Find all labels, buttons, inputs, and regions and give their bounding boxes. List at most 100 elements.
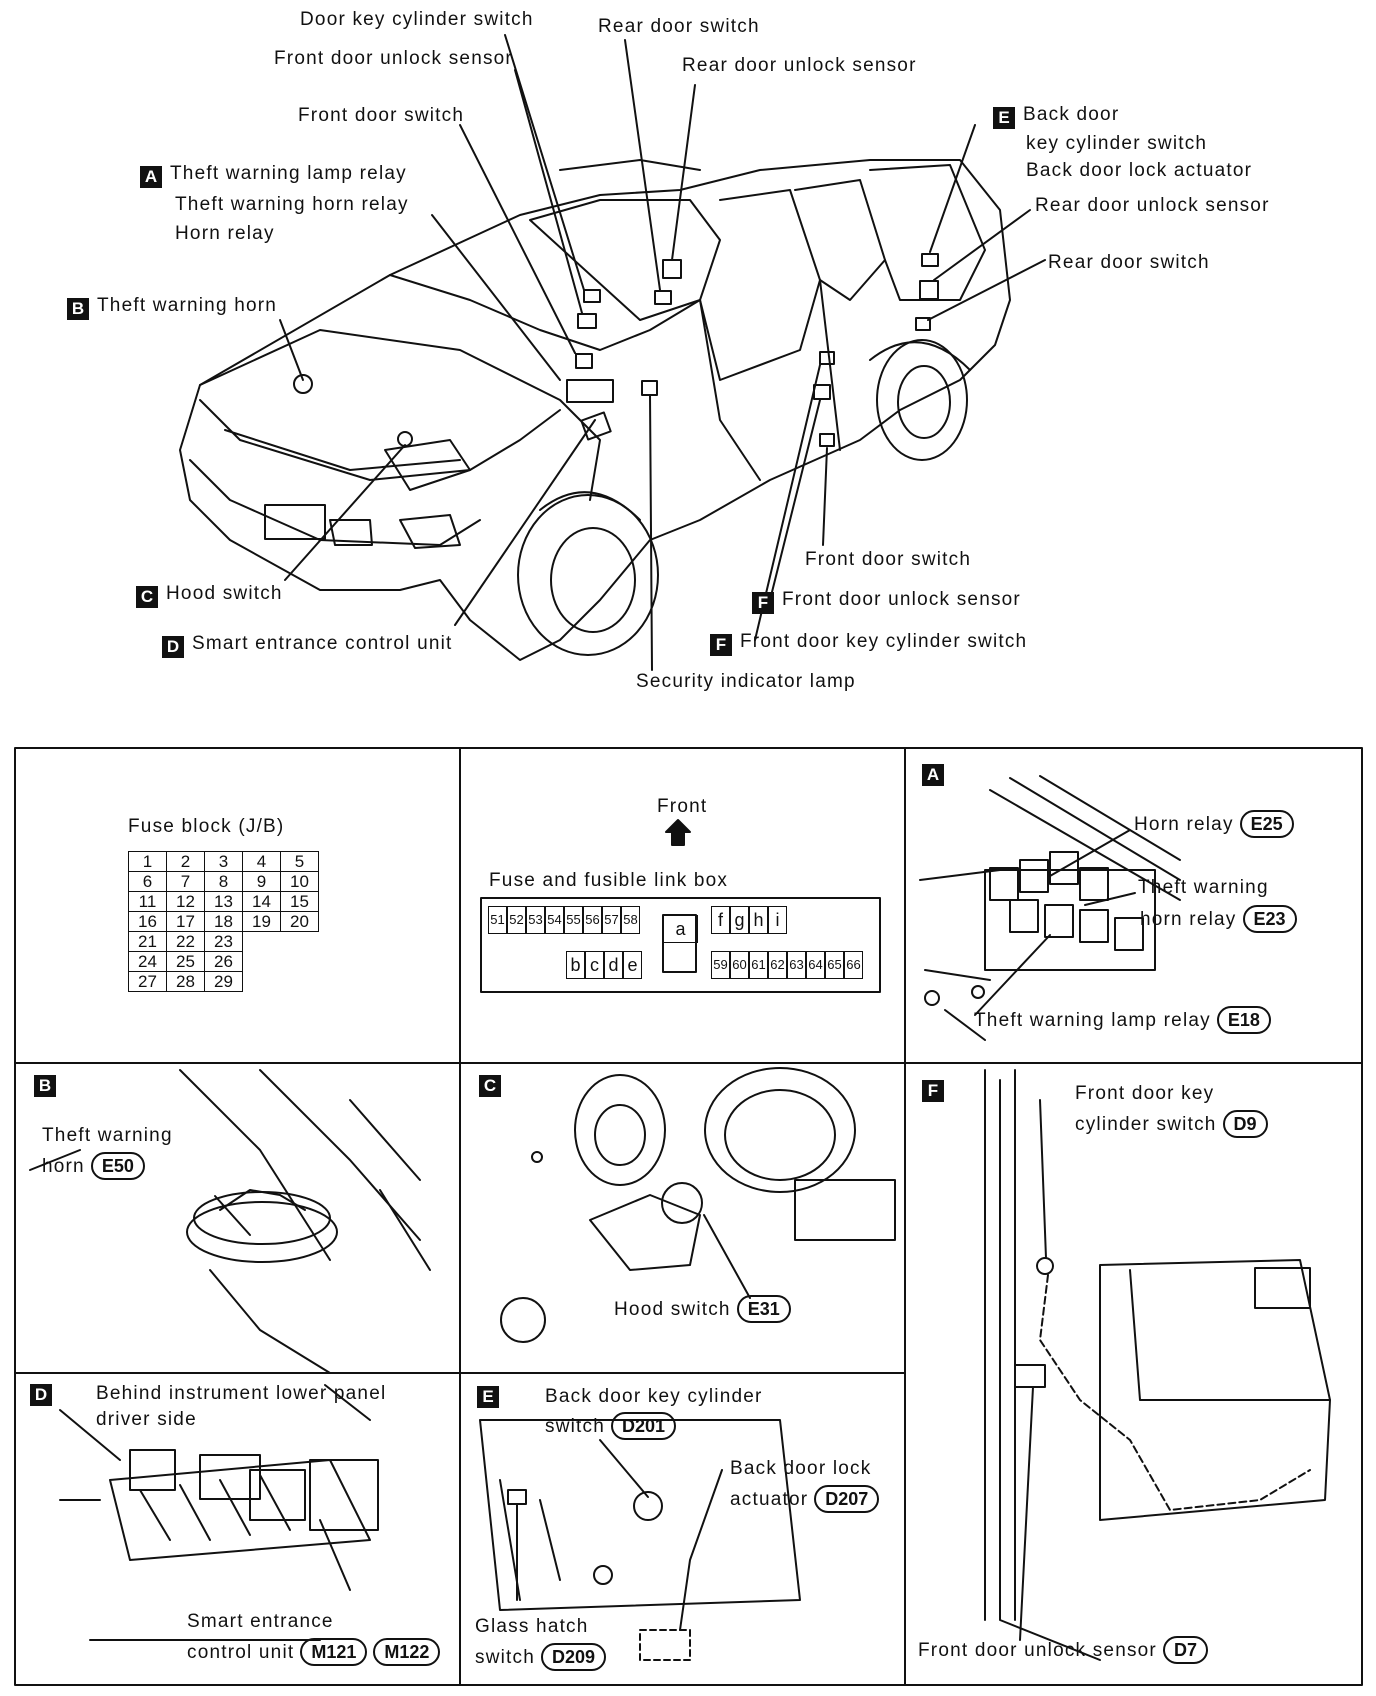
fuse-cell: 26 bbox=[204, 951, 243, 972]
gh-switch-text: switch bbox=[475, 1647, 535, 1668]
connector-d201: D201 bbox=[611, 1412, 677, 1440]
back-door-label: Back door bbox=[1023, 104, 1120, 125]
fuse-slot: 64 bbox=[806, 951, 825, 979]
rear-door-switch-right-label: Rear door switch bbox=[1048, 252, 1210, 273]
fuse-cell: 5 bbox=[280, 851, 319, 872]
panel-d-note2: driver side bbox=[96, 1409, 197, 1430]
theft-horn-relay-text: horn relay bbox=[1140, 909, 1237, 930]
connector-e50: E50 bbox=[90, 1152, 145, 1180]
panel-d-letter: D bbox=[30, 1384, 52, 1406]
fuse-cell: 15 bbox=[280, 891, 319, 912]
connector-d9: D9 bbox=[1222, 1110, 1268, 1138]
fuse-slot: 53 bbox=[526, 906, 545, 934]
connector-e31: E31 bbox=[736, 1295, 791, 1323]
fuse-slot: 58 bbox=[621, 906, 640, 934]
panel-f-kc1: Front door key bbox=[1075, 1083, 1215, 1104]
panel-a-letter: A bbox=[922, 764, 944, 786]
fuse-cell: 27 bbox=[128, 971, 167, 992]
fuse-slot: h bbox=[749, 906, 768, 934]
rear-door-unlock-sensor-right-label: Rear door unlock sensor bbox=[1035, 195, 1270, 216]
fuse-block-title: Fuse block (J/B) bbox=[128, 816, 285, 837]
fuse-cell: 6 bbox=[128, 871, 167, 892]
fuse-slot: 66 bbox=[844, 951, 863, 979]
fuse-cell: 4 bbox=[242, 851, 281, 872]
theft-horn-text: horn bbox=[42, 1156, 85, 1177]
panel-b-letter: B bbox=[34, 1075, 56, 1097]
fuse-cell: 28 bbox=[166, 971, 205, 992]
fuse-cell: 25 bbox=[166, 951, 205, 972]
callout-a: A bbox=[140, 166, 162, 188]
fuse-slot: 60 bbox=[730, 951, 749, 979]
fuse-cell: 16 bbox=[128, 911, 167, 932]
fuse-cell: 18 bbox=[204, 911, 243, 932]
front-door-unlock-sensor-label: Front door unlock sensor bbox=[274, 48, 513, 69]
panel-e-gh1: Glass hatch bbox=[475, 1616, 589, 1637]
fuse-slot: 51 bbox=[488, 906, 507, 934]
horn-relay-label: Horn relay bbox=[175, 223, 275, 244]
fusible-link-box-title: Fuse and fusible link box bbox=[489, 870, 729, 891]
panel-e-kc2: switch D201 bbox=[545, 1412, 677, 1440]
panel-d-note1: Behind instrument lower panel bbox=[96, 1383, 387, 1404]
back-door-lock-actuator-label: Back door lock actuator bbox=[1026, 160, 1253, 181]
callout-b: B bbox=[67, 298, 89, 320]
fuse-cell: 2 bbox=[166, 851, 205, 872]
callout-e: E bbox=[993, 107, 1015, 129]
panel-c-letter: C bbox=[479, 1075, 501, 1097]
back-door-key-cylinder-switch-label: key cylinder switch bbox=[1026, 133, 1208, 154]
panel-d-label1: Smart entrance bbox=[187, 1611, 334, 1632]
fuse-slot: 59 bbox=[711, 951, 730, 979]
horn-relay-text: Horn relay bbox=[1134, 814, 1234, 835]
connector-m122: M122 bbox=[373, 1638, 441, 1666]
group-e-label: E Back door bbox=[993, 105, 1119, 129]
front-door-unlock-sensor-bottom-label: Front door unlock sensor bbox=[782, 589, 1021, 610]
unlock-sensor-text: Front door unlock sensor bbox=[918, 1640, 1157, 1661]
theft-warning-horn-relay-label: Theft warning horn relay bbox=[175, 194, 409, 215]
fuse-cell: 8 bbox=[204, 871, 243, 892]
fuse-cell: 14 bbox=[242, 891, 281, 912]
panel-e-letter: E bbox=[477, 1386, 499, 1408]
connector-e18: E18 bbox=[1216, 1006, 1271, 1034]
fuse-cell: 24 bbox=[128, 951, 167, 972]
panel-e-la1: Back door lock bbox=[730, 1458, 872, 1479]
group-b-label: B Theft warning horn bbox=[67, 296, 277, 320]
control-unit-text: control unit bbox=[187, 1642, 295, 1663]
fuse-slot: g bbox=[730, 906, 749, 934]
fuse-cell: 11 bbox=[128, 891, 167, 912]
fuse-cell: 3 bbox=[204, 851, 243, 872]
theft-warning-horn-label: Theft warning horn bbox=[97, 295, 278, 316]
front-door-key-cylinder-switch-label: Front door key cylinder switch bbox=[740, 631, 1028, 652]
rear-door-switch-label: Rear door switch bbox=[598, 16, 760, 37]
vehicle-outline bbox=[179, 159, 1011, 661]
hood-switch-label: Hood switch bbox=[166, 583, 283, 604]
rear-door-unlock-sensor-label: Rear door unlock sensor bbox=[682, 55, 917, 76]
kc-switch-text: switch bbox=[545, 1416, 605, 1437]
fuse-cell: 13 bbox=[204, 891, 243, 912]
fuse-slot: d bbox=[604, 951, 623, 979]
fuse-slot: 63 bbox=[787, 951, 806, 979]
callout-d: D bbox=[162, 636, 184, 658]
theft-warning-lamp-relay-label: Theft warning lamp relay bbox=[170, 163, 407, 184]
connector-m121: M121 bbox=[300, 1638, 368, 1666]
fuse-slot: 54 bbox=[545, 906, 564, 934]
fuse-slot: 61 bbox=[749, 951, 768, 979]
group-f-unlock-label: F Front door unlock sensor bbox=[752, 590, 1021, 614]
hood-switch-text: Hood switch bbox=[614, 1299, 731, 1320]
fuse-cell: 29 bbox=[204, 971, 243, 992]
fuse-cell: 7 bbox=[166, 871, 205, 892]
door-key-cylinder-switch-label: Door key cylinder switch bbox=[300, 9, 534, 30]
callout-f: F bbox=[752, 592, 774, 614]
panel-e-kc1: Back door key cylinder bbox=[545, 1386, 763, 1407]
